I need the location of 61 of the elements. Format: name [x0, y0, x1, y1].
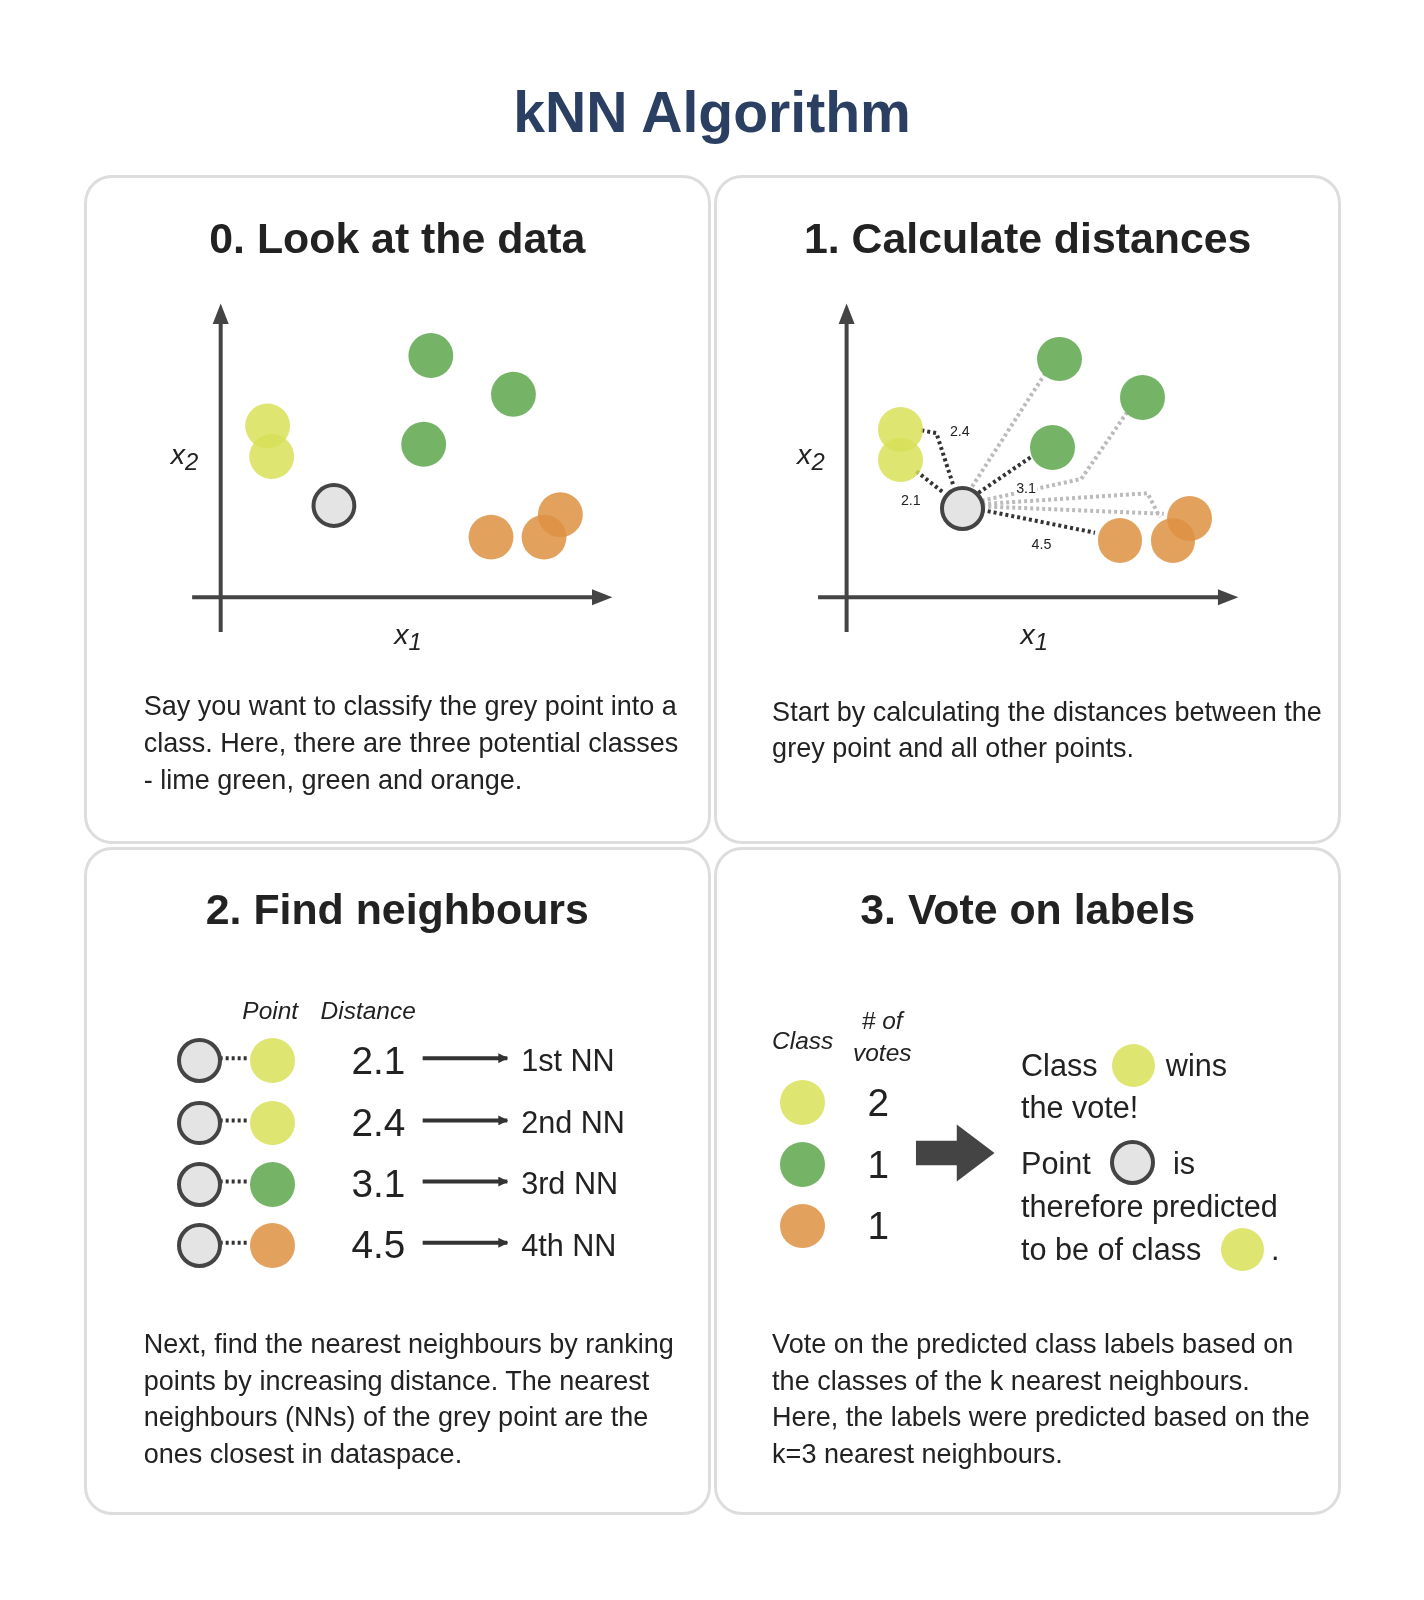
data-point — [1119, 375, 1165, 421]
neighbour-rank: 1st NN — [509, 1040, 648, 1081]
data-point — [1097, 518, 1143, 563]
vote-count: 1 — [867, 1141, 889, 1188]
vote-count: 1 — [867, 1202, 889, 1249]
step-panel — [714, 846, 1342, 1515]
panel-description: Next, find the nearest neighbours by ranking points by increasing distance. The nearest neighbours (NNs) of the grey point are the ones closest in dataspace. — [143, 1328, 675, 1472]
result-text: therefore predicted — [1021, 1187, 1278, 1226]
step-panel — [83, 846, 711, 1515]
query-point — [177, 1038, 223, 1084]
axis-label: x$_{1}$ — [1020, 617, 1049, 658]
column-header: Class — [772, 1026, 834, 1057]
data-point — [1037, 336, 1083, 382]
panel-heading: 3. Vote on labels — [859, 883, 1197, 935]
distance-value: 2.1 — [331, 1035, 426, 1086]
data-point — [878, 437, 924, 483]
axis-label: x$_{2}$ — [797, 436, 825, 478]
result-text: the vote! — [1021, 1088, 1139, 1126]
query-point — [177, 1161, 223, 1207]
data-point — [1150, 518, 1196, 563]
result-text: Point — [1021, 1144, 1091, 1182]
column-header: # of votes — [852, 1006, 913, 1069]
axis-label: x$_{1}$ — [394, 617, 422, 658]
result-text: to be of class — [1021, 1230, 1202, 1268]
panel-description: Start by calculating the distances between the grey point and all other points. — [772, 695, 1323, 766]
distance-line — [977, 455, 1033, 495]
data-point — [249, 1161, 295, 1207]
data-point — [249, 1100, 295, 1146]
query-point — [177, 1222, 223, 1268]
panel-description: Vote on the predicted class labels based on the classes of the k nearest neighbours. Here, the labels were predicted based on the k=3 nearest neighbours. — [772, 1328, 1311, 1472]
data-point — [249, 1038, 295, 1084]
neighbour-rank: 3rd NN — [509, 1164, 648, 1205]
distance-line — [970, 373, 1047, 489]
step-panel — [83, 175, 711, 844]
distance-value: 2.4 — [331, 1097, 426, 1149]
axis-label: x$_{2}$ — [170, 436, 199, 478]
query-point — [940, 486, 986, 532]
arrow — [422, 1176, 508, 1187]
query-point — [177, 1100, 223, 1146]
data-point — [1030, 425, 1076, 471]
panel-heading: 1. Calculate distances — [802, 212, 1253, 264]
result-text: is — [1173, 1144, 1196, 1182]
neighbour-rank: 2nd NN — [509, 1103, 648, 1143]
column-header: Distance — [320, 995, 416, 1026]
panel-description: Say you want to classify the grey point into a class. Here, there are three potential classes - lime green, green and orange. — [143, 690, 680, 797]
column-header: Point — [242, 995, 299, 1026]
title: kNN Algorithm — [512, 79, 912, 147]
neighbour-rank: 4th NN — [509, 1225, 648, 1266]
result-text: . — [1270, 1230, 1280, 1268]
result-text: wins — [1165, 1047, 1228, 1084]
arrow — [422, 1052, 508, 1063]
vote-count: 2 — [867, 1079, 889, 1126]
data-point — [249, 1222, 295, 1268]
panel-heading: 0. Look at the data — [208, 212, 587, 264]
distance-value: 3.1 — [331, 1159, 426, 1210]
arrow — [422, 1237, 508, 1248]
arrow — [422, 1115, 508, 1125]
result-text: Class — [1021, 1047, 1098, 1084]
panel-heading: 2. Find neighbours — [204, 883, 590, 935]
distance-value: 4.5 — [331, 1220, 426, 1271]
step-panel — [714, 175, 1342, 844]
